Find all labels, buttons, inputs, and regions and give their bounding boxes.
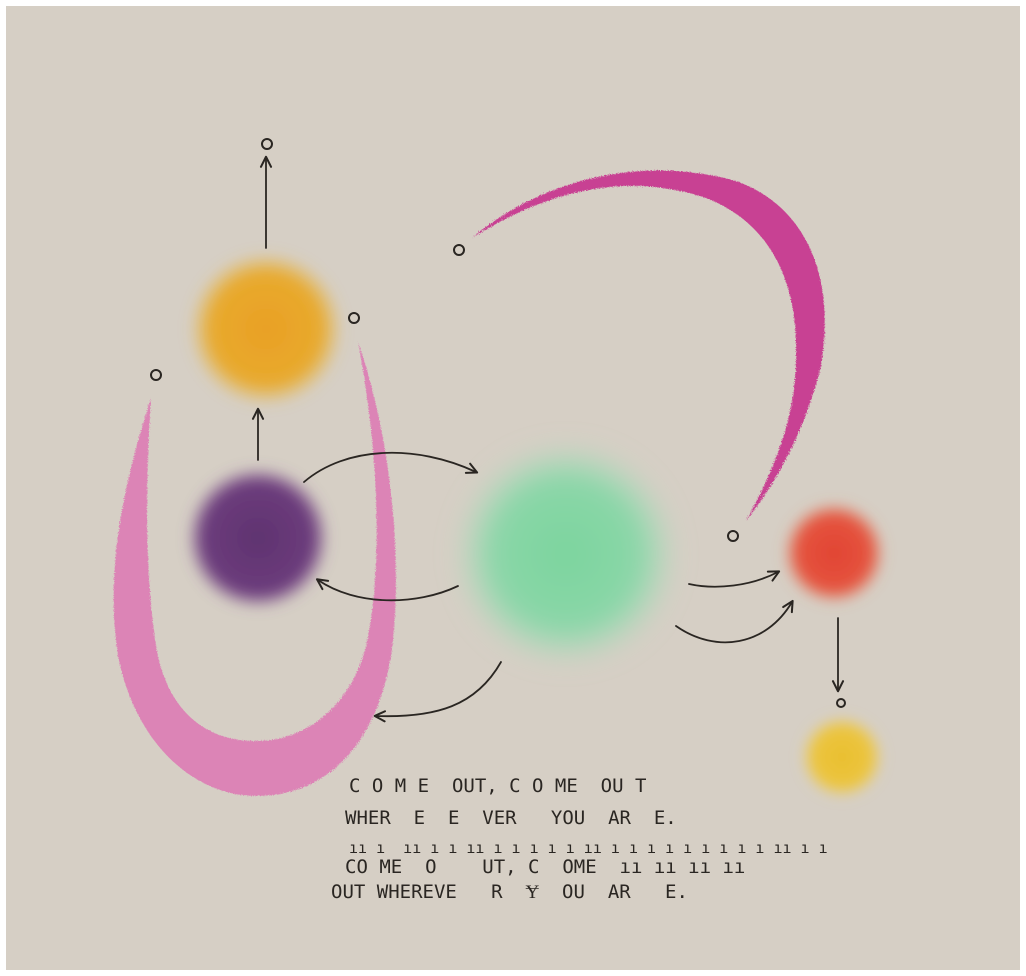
paper-sheet: C O M E OUT, C O ME OU T WHER E E VER YO… [6,6,1020,970]
green-planet [454,442,678,666]
purple-planet [186,466,330,610]
small-yellow-planet [800,715,884,799]
yellow-sun [188,251,344,407]
poem-line-4: CO ME O UT, C OME ıı ıı ıı ıı [345,856,745,878]
poem-line-3: ıı ı ıı ı ı ıı ı ı ı ı ı ıı ı ı ı ı ı ı … [349,839,828,857]
red-planet [782,501,886,605]
poem-line-1: C O M E OUT, C O ME OU T [349,775,646,797]
artwork-canvas: C O M E OUT, C O ME OU T WHER E E VER YO… [6,6,1020,970]
poem-line-5: OUT WHEREVE R Ɏ OU AR E. [331,881,688,903]
poem-line-2: WHER E E VER YOU AR E. [345,807,677,829]
